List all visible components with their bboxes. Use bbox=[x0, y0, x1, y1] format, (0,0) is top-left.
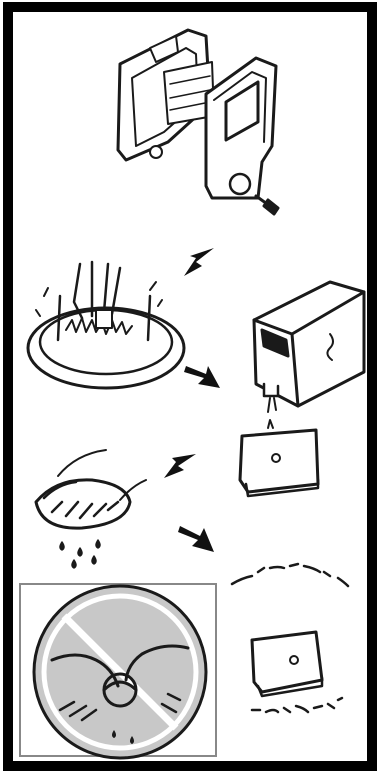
pad-center-hole bbox=[290, 656, 298, 664]
filter-pad-drying bbox=[252, 632, 322, 692]
prohibited-panel bbox=[20, 584, 216, 758]
filter-in-water bbox=[96, 310, 112, 328]
housing-screw-boss bbox=[150, 146, 162, 158]
cover-screw-hole bbox=[230, 174, 250, 194]
dispenser-nozzle bbox=[264, 384, 278, 396]
detergent-drop bbox=[272, 454, 280, 462]
